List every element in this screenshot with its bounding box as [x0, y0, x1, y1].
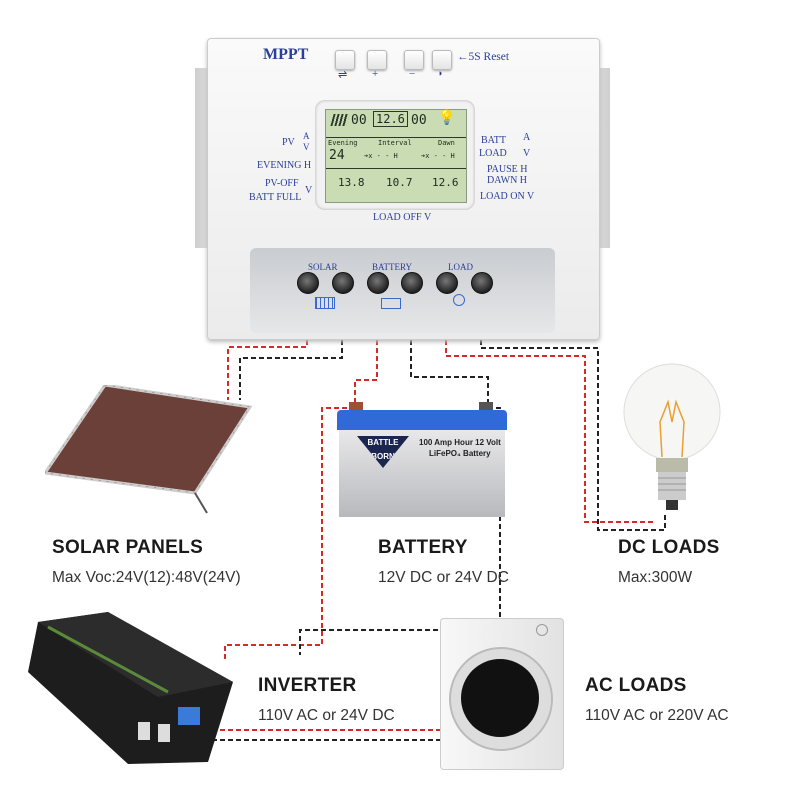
minus-symbol: −	[409, 68, 416, 80]
solar-negative-terminal[interactable]	[332, 272, 354, 294]
pv-off-volt-label: V	[305, 185, 313, 196]
battery-negative-terminal[interactable]	[401, 272, 423, 294]
load-label: LOAD	[479, 148, 507, 159]
brand-label: MPPT	[263, 46, 309, 63]
load-terminal-label: LOAD	[448, 262, 473, 272]
battery-spec-line1: 100 Amp Hour 12 Volt	[419, 438, 501, 447]
battery-positive-wire	[354, 300, 378, 408]
lcd-display: 00 12.6 00 💡 Evening Interval Dawn 24 ➔x…	[315, 100, 475, 210]
solar-panel-image	[45, 385, 253, 514]
load-positive-terminal[interactable]	[436, 272, 458, 294]
lcd-interval: ➔x - - H	[364, 152, 398, 160]
lcd-load-current: 00	[411, 113, 427, 128]
battery-spec: 12V DC or 24V DC	[378, 569, 509, 586]
lcd-dawn-header: Dawn	[438, 139, 455, 147]
pause-label: PAUSE H	[487, 164, 528, 175]
inverter-image	[28, 612, 233, 764]
light-button[interactable]	[432, 50, 452, 70]
lcd-evening-header: Evening	[328, 139, 358, 147]
pv-amp-label: A	[303, 131, 310, 141]
batt-amp-label: A	[523, 132, 531, 143]
bulb-symbol-icon	[453, 294, 465, 306]
pv-label: PV	[282, 137, 295, 148]
batt-label: BATT	[481, 135, 506, 146]
lcd-evening-hours: 24	[329, 148, 345, 163]
lcd-pv-current: 00	[351, 113, 367, 128]
lcd-interval-header: Interval	[378, 139, 412, 147]
battery-spec-line2: LiFePO₄ Battery	[429, 449, 491, 458]
load-negative-terminal[interactable]	[471, 272, 493, 294]
dawn-label: DAWN H	[487, 175, 528, 186]
battery-title: BATTERY	[378, 537, 468, 558]
evening-label: EVENING H	[257, 160, 312, 171]
solar-positive-terminal[interactable]	[297, 272, 319, 294]
solar-panels-spec: Max Voc:24V(12):48V(24V)	[52, 569, 241, 586]
battery-image: BATTLE BORN 100 Amp Hour 12 Volt LiFePO₄…	[337, 402, 507, 517]
lcd-load-on: 12.6	[432, 176, 459, 189]
solar-panel-icon	[330, 114, 350, 126]
ac-loads-spec: 110V AC or 220V AC	[585, 707, 729, 724]
battery-symbol-icon	[381, 298, 401, 309]
light-bulb-image	[623, 363, 721, 510]
reset-label: ←5S Reset	[457, 51, 510, 63]
load-negative-wire	[480, 300, 666, 531]
dc-loads-title: DC LOADS	[618, 537, 720, 558]
mode-symbol: ⇌	[338, 69, 348, 81]
lcd-load-off: 10.7	[386, 176, 413, 189]
load-positive-wire	[445, 300, 655, 523]
mode-button[interactable]	[335, 50, 355, 70]
inverter-spec: 110V AC or 24V DC	[258, 707, 395, 724]
pv-off-label: PV-OFF	[265, 178, 299, 189]
minus-button[interactable]	[404, 50, 424, 70]
light-symbol: ◑	[437, 68, 443, 78]
dc-loads-spec: Max:300W	[618, 569, 693, 586]
load-volt-label: V	[523, 148, 531, 159]
ac-loads-title: AC LOADS	[585, 675, 687, 696]
inverter-title: INVERTER	[258, 675, 357, 696]
load-on-label: LOAD ON V	[480, 191, 535, 202]
lcd-battery-voltage: 12.6	[373, 111, 408, 127]
lcd-pv-off: 13.8	[338, 176, 365, 189]
solar-panels-title: SOLAR PANELS	[52, 537, 204, 558]
bulb-icon: 💡	[438, 110, 456, 126]
lcd-dawn: ➔x - - H	[421, 152, 455, 160]
battery-negative-wire	[410, 300, 489, 408]
solar-terminal-label: SOLAR	[308, 262, 338, 272]
charge-controller: MPPT ⇌ + − ◑ ←5S Reset PV A V EVENING H …	[195, 38, 610, 340]
load-off-label: LOAD OFF V	[373, 212, 432, 223]
battery-terminal-label: BATTERY	[372, 262, 413, 272]
plus-button[interactable]	[367, 50, 387, 70]
washer-image	[440, 618, 564, 770]
solar-symbol-icon	[315, 297, 335, 309]
plus-symbol: +	[372, 68, 379, 80]
inverter-positive-wire	[224, 407, 355, 660]
solar-positive-wire	[227, 300, 308, 400]
battery-positive-terminal[interactable]	[367, 272, 389, 294]
pv-volt-label: V	[303, 142, 310, 152]
batt-full-label: BATT FULL	[249, 192, 302, 203]
